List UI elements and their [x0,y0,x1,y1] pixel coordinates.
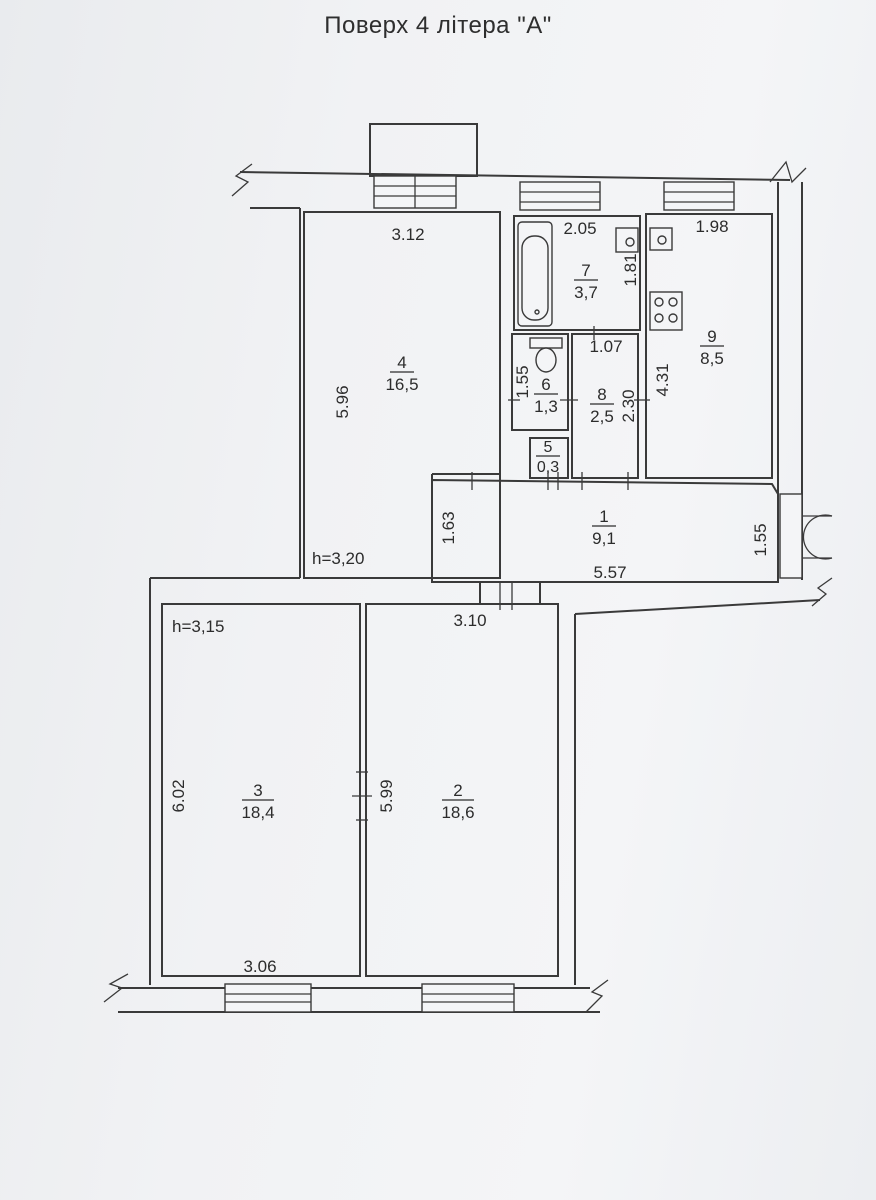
dim-room6-length: 1.55 [513,365,532,398]
room-7-label: 7 3,7 [574,261,598,302]
window-room2 [421,983,515,1013]
room-2-area: 18,6 [441,803,474,822]
ceiling-heights: h=3,20 h=3,15 [172,549,364,636]
fixtures [517,221,683,373]
room-5-label: 5 0,3 [536,439,560,476]
toilet-tank-icon [529,337,563,349]
room-9-label: 9 8,5 [700,327,724,368]
dim-room8-length: 2.30 [619,389,638,422]
room-7-outline [513,215,641,331]
dim-room4-width: 3.12 [391,225,424,244]
dim-room2-width: 3.10 [453,611,486,630]
dim-room9-length: 4.31 [653,363,672,396]
room-2-outline [365,603,559,977]
dim-room7-width: 2.05 [563,219,596,238]
room-3-outline [161,603,361,977]
window-room3 [224,983,312,1013]
room-6-number: 6 [541,375,550,394]
dim-room1-right-width: 1.55 [751,523,770,556]
room-4-area: 16,5 [385,375,418,394]
dim-room3-length: 6.02 [169,779,188,812]
door-entrance [779,493,803,579]
window-room9 [663,181,735,211]
room-labels: 4 16,5 7 3,7 9 8,5 6 1,3 8 [241,261,724,822]
room-2-label: 2 18,6 [441,781,474,822]
room-3-area: 18,4 [241,803,274,822]
dim-room2-length: 5.99 [377,779,396,812]
room-5-area: 0,3 [537,459,559,476]
windows [224,175,803,1013]
room-7-number: 7 [581,261,590,280]
height-upper: h=3,20 [312,549,364,568]
room-2-number: 2 [453,781,462,800]
room-8-number: 8 [597,385,606,404]
dim-room1-left-width: 1.63 [439,511,458,544]
room-3-number: 3 [253,781,262,800]
room-8-outline [571,333,639,479]
room-9-area: 8,5 [700,349,724,368]
dimension-labels: 3.12 5.96 2.05 1.81 1.98 4.31 1.55 1.07 … [169,217,770,976]
room-1-number: 1 [599,507,608,526]
door-ticks [352,326,650,821]
window-room7 [519,181,601,211]
room-6-area: 1,3 [534,397,558,416]
balcony [369,123,478,177]
room-4-label: 4 16,5 [385,353,418,394]
room-outlines [161,211,779,977]
room-6-label: 6 1,3 [534,375,558,416]
room-9-number: 9 [707,327,716,346]
room-9-outline [645,213,773,479]
bathtub-inner [521,235,549,321]
room-8-area: 2,5 [590,407,614,426]
dim-room7-length: 1.81 [621,253,640,286]
room-6-outline [511,333,569,431]
outer-walls [103,123,833,1013]
room-1-area: 9,1 [592,529,616,548]
height-lower: h=3,15 [172,617,224,636]
room-8-label: 8 2,5 [590,385,614,426]
room-7-area: 3,7 [574,283,598,302]
dim-room1-length: 5.57 [593,563,626,582]
room-3-label: 3 18,4 [241,781,274,822]
dim-room3-width: 3.06 [243,957,276,976]
room-1-label: 1 9,1 [592,507,616,548]
room-5-outline [529,437,569,479]
dim-room9-width: 1.98 [695,217,728,236]
entrance-door-arc [802,514,833,560]
room-5-number: 5 [544,439,553,456]
dim-room8-width: 1.07 [589,337,622,356]
stove-icon [649,291,683,331]
toilet-bowl-icon [535,347,557,373]
dim-room4-length: 5.96 [333,385,352,418]
room-4-number: 4 [397,353,406,372]
plan-title: Поверх 4 літера "А" [324,12,552,39]
